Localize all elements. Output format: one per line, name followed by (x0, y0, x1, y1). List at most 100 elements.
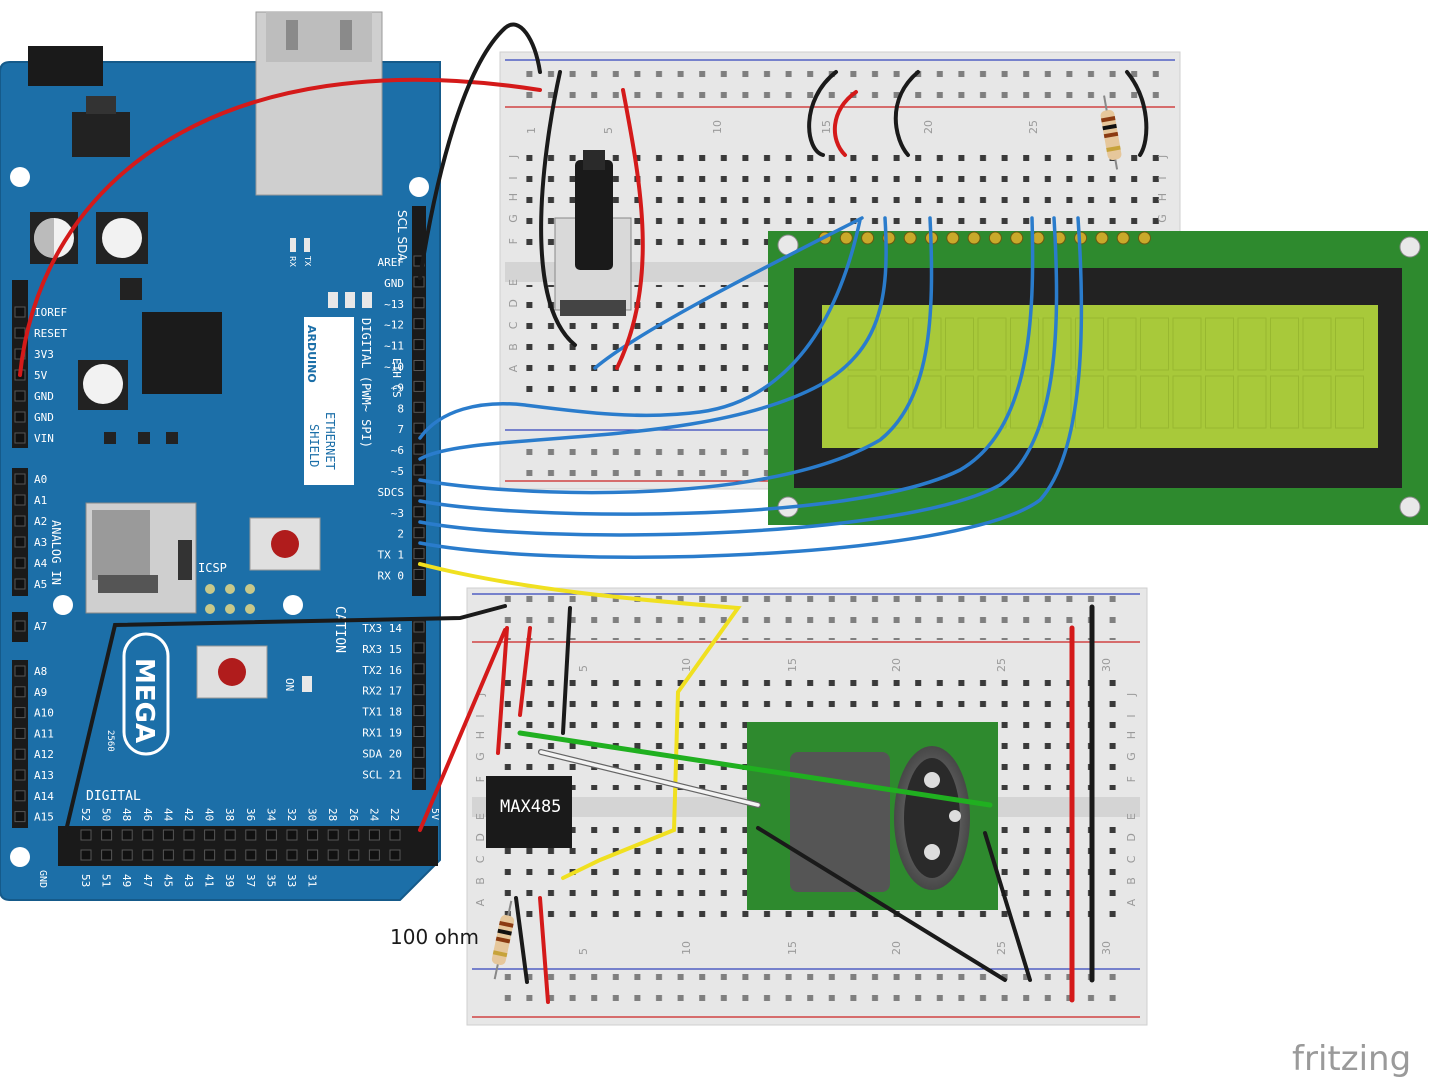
lcd-char-cell (1205, 317, 1234, 371)
reset-button-mega[interactable] (196, 645, 268, 699)
jumper (807, 70, 838, 157)
lcd-char-cell (977, 375, 1007, 429)
pin-label-bottom: 40 (203, 808, 216, 821)
chip-label: MAX485 (500, 797, 561, 817)
pin-label-bottom: 32 (285, 808, 298, 821)
pin-label-bottom: 31 (306, 874, 319, 887)
pin-label-analog: A9 (34, 686, 47, 699)
icsp-label: ICSP (198, 561, 227, 575)
analog-header-1 (12, 468, 28, 596)
pin-label-bottom: 36 (244, 808, 257, 821)
column-number: 10 (680, 941, 693, 955)
capacitor (96, 212, 148, 264)
pin-label-bottom: 34 (264, 808, 277, 822)
wire-d7 (418, 218, 862, 440)
pin-label-comm: RX1 19 (362, 727, 402, 740)
row-letter: H (474, 731, 487, 739)
column-number: 15 (786, 941, 799, 955)
lcd-char-cell (1270, 317, 1299, 371)
analog-header-2 (12, 660, 28, 828)
wire-pot-vcc (615, 88, 645, 370)
lcd-char-cell (1237, 375, 1267, 429)
pin-label-bottom: 35 (264, 874, 277, 887)
row-letter: A (507, 364, 520, 372)
jumper (1125, 70, 1149, 157)
pin-label-bottom: 44 (161, 808, 174, 822)
mounting-hole (409, 177, 429, 197)
column-number: 20 (890, 658, 903, 672)
power-jack (28, 46, 103, 86)
pin-label-comm: TX1 18 (362, 706, 402, 719)
pin-label-digital: ~9 (391, 381, 404, 394)
reset-button-shield[interactable] (249, 517, 321, 571)
jumper (893, 70, 920, 157)
column-number: 15 (786, 658, 799, 672)
pin-label-digital: ~6 (391, 444, 404, 457)
resistor-top (1100, 95, 1122, 170)
row-letter: C (1125, 855, 1138, 863)
icsp-header (205, 584, 255, 614)
lcd-char-cell (1172, 375, 1202, 429)
pin-label-bottom: 49 (120, 874, 133, 887)
column-number: 5 (602, 127, 615, 134)
pin-label-analog: A8 (34, 665, 47, 678)
lcd-char-cell (912, 375, 942, 429)
pin-label-comm: TX3 14 (362, 622, 402, 635)
mounting-hole (53, 595, 73, 615)
row-letter: E (507, 279, 520, 286)
model-label: MEGA (129, 658, 159, 743)
row-letter: H (1125, 731, 1138, 739)
mounting-hole (10, 167, 30, 187)
lcd-char-cell (1010, 375, 1039, 429)
row-letter: I (1125, 714, 1138, 717)
pin-label-digital: AREF (378, 256, 405, 269)
lcd-char-cell (1107, 375, 1137, 429)
lcd-char-cell (1302, 317, 1332, 371)
pin-label-digital: ~10 (384, 361, 404, 374)
lcd-char-cell (1335, 375, 1364, 429)
pin-label-bottom: 48 (120, 808, 133, 821)
pin-label-analog: A1 (34, 494, 47, 507)
eth-cs-label: ETH CS (390, 358, 403, 398)
lcd-char-cell (945, 375, 974, 429)
i2c-top-label: SCL SDA (395, 210, 409, 262)
lcd-char-cell (1205, 375, 1234, 429)
pin-label-bottom: 47 (141, 874, 154, 887)
pin-label-analog: A4 (34, 557, 48, 570)
pin-label-bottom: 33 (285, 874, 298, 887)
rx-led-label: RX (288, 256, 297, 268)
resistor-100-ohm (491, 900, 515, 980)
wire-5v-bottom (418, 628, 507, 832)
wire-pot-gnd (539, 70, 577, 347)
capacitor (78, 360, 128, 410)
column-number: 10 (711, 120, 724, 134)
lcd-char-cell (945, 317, 974, 371)
pin-label-analog: A13 (34, 769, 54, 782)
row-letter: H (1156, 193, 1169, 201)
potentiometer[interactable] (554, 150, 632, 316)
pin-label-bottom: 30 (306, 808, 319, 821)
pin-label-comm: RX3 15 (362, 643, 402, 656)
analog-header-title: ANALOG IN (49, 520, 63, 585)
pin-label-bottom: 52 (79, 808, 92, 821)
pin-label-power: GND (34, 390, 54, 403)
gnd-bottom-label: GND (37, 870, 48, 888)
lcd-pin (861, 231, 875, 245)
pin-label-analog: A11 (34, 727, 54, 740)
shield-line1: ETHERNET (323, 412, 337, 470)
lcd-char-cell (1107, 317, 1137, 371)
lcd-char-cell (1335, 317, 1364, 371)
column-number: 5 (577, 665, 590, 672)
row-letter: B (507, 343, 520, 351)
wire-pot-wiper (593, 216, 864, 370)
wire-d5 (418, 216, 934, 495)
lcd-pin (903, 231, 917, 245)
row-letter: J (1156, 155, 1169, 159)
pin-label-analog: A2 (34, 515, 47, 528)
row-letter: G (1156, 214, 1169, 223)
lcd-pin (946, 231, 960, 245)
row-letter: I (474, 714, 487, 717)
lcd-pin (967, 231, 981, 245)
